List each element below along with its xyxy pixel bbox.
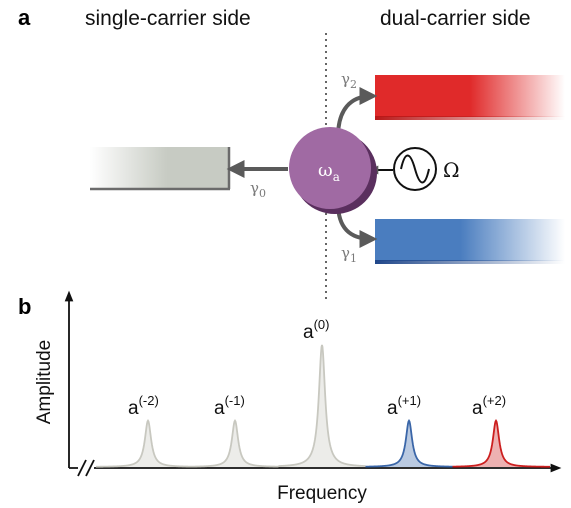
axis-break-icon bbox=[77, 458, 95, 478]
spectrum bbox=[96, 344, 550, 468]
gamma0-label: γ0 bbox=[250, 179, 266, 200]
peak-label-a-plus2: a(+2) bbox=[472, 393, 506, 419]
peak-a-minus1-fill bbox=[191, 420, 279, 467]
lower-right-waveguide bbox=[375, 219, 565, 264]
gamma1-label: γ1 bbox=[341, 244, 357, 265]
peak-a-plus2 bbox=[452, 418, 550, 468]
peak-label-a-zero: a(0) bbox=[303, 317, 329, 343]
peak-a-zero-fill bbox=[278, 345, 366, 467]
peak-labels: a(-2) a(-1) a(0) a(+1) a(+2) bbox=[128, 317, 506, 419]
peak-a-zero bbox=[278, 344, 366, 467]
peak-a-minus2 bbox=[96, 418, 192, 468]
peak-a-plus2-fill bbox=[452, 420, 550, 467]
x-axis-label: Frequency bbox=[277, 483, 367, 504]
ac-source-icon bbox=[393, 147, 437, 191]
panel-a-letter: a bbox=[18, 5, 31, 30]
dual-carrier-title: dual-carrier side bbox=[380, 7, 531, 30]
peak-a-plus1 bbox=[365, 418, 453, 468]
left-waveguide bbox=[90, 147, 231, 191]
peak-label-a-plus1: a(+1) bbox=[387, 393, 421, 419]
peak-a-minus2-fill bbox=[96, 420, 192, 467]
peak-label-a-minus1: a(-1) bbox=[214, 393, 245, 419]
resonator-label: ωa bbox=[318, 160, 340, 184]
peak-label-a-minus2: a(-2) bbox=[128, 393, 159, 419]
panel-b-letter: b bbox=[18, 294, 31, 319]
drive-frequency-label: Ω bbox=[443, 158, 460, 182]
upper-right-waveguide bbox=[375, 75, 565, 120]
single-carrier-title: single-carrier side bbox=[85, 7, 251, 30]
peak-a-minus1 bbox=[191, 418, 279, 468]
peak-a-plus1-fill bbox=[365, 420, 453, 467]
gamma2-label: γ2 bbox=[341, 70, 357, 91]
resonator bbox=[289, 127, 377, 214]
y-axis-label: Amplitude bbox=[34, 340, 55, 425]
